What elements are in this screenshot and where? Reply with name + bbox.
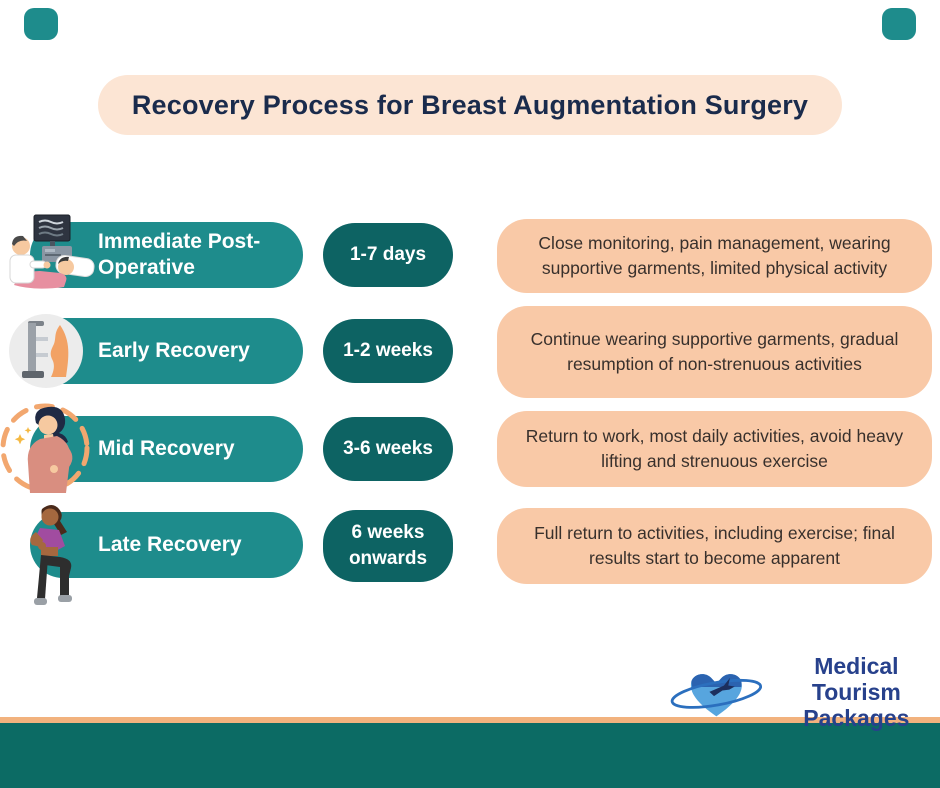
duration-pill: 1-2 weeks [323, 319, 453, 383]
description-box: Close monitoring, pain management, weari… [497, 219, 932, 293]
description-text: Return to work, most daily activities, a… [525, 425, 904, 471]
description-box: Continue wearing supportive garments, gr… [497, 306, 932, 398]
duration-label: 1-2 weeks [343, 340, 433, 362]
ultrasound-exam-icon [9, 214, 95, 289]
duration-label: 1-7 days [349, 244, 427, 266]
stage-pill: Immediate Post-Operative [30, 222, 303, 288]
mammogram-machine-icon [9, 314, 83, 388]
description-box: Full return to activities, including exe… [497, 508, 932, 584]
logo-text: Medical Tourism Packages [773, 653, 940, 731]
exercising-woman-icon [30, 505, 72, 605]
duration-pill: 6 weeks onwards [323, 510, 453, 582]
footer-bar [0, 723, 940, 788]
recovering-woman-icon [0, 403, 90, 493]
description-text: Continue wearing supportive garments, gr… [530, 328, 899, 374]
description-box: Return to work, most daily activities, a… [497, 411, 932, 487]
stage-pill: Mid Recovery [30, 416, 303, 482]
brand-logo: Medical Tourism Packages [668, 653, 940, 731]
page-title-text: Recovery Process for Breast Augmentation… [131, 89, 809, 120]
stage-label: Early Recovery [98, 338, 250, 362]
heart-plane-logo-icon [670, 673, 763, 716]
corner-accent-top-right [882, 8, 916, 40]
stage-pill: Late Recovery [30, 512, 303, 578]
logo-text-line1: Medical Tourism [811, 653, 901, 705]
stage-label: Immediate Post-Operative [98, 229, 261, 279]
logo-text-line2: Packages [803, 704, 910, 731]
duration-pill: 1-7 days [323, 223, 453, 287]
duration-label: 6 weeks onwards [348, 522, 428, 569]
stage-label: Late Recovery [98, 532, 242, 556]
corner-accent-top-left [24, 8, 58, 40]
page-title: Recovery Process for Breast Augmentation… [98, 75, 842, 135]
description-text: Full return to activities, including exe… [534, 522, 895, 568]
duration-pill: 3-6 weeks [323, 417, 453, 481]
duration-label: 3-6 weeks [343, 438, 433, 460]
description-text: Close monitoring, pain management, weari… [538, 232, 891, 278]
footer-accent-stripe [0, 717, 940, 723]
stage-label: Mid Recovery [98, 436, 235, 460]
